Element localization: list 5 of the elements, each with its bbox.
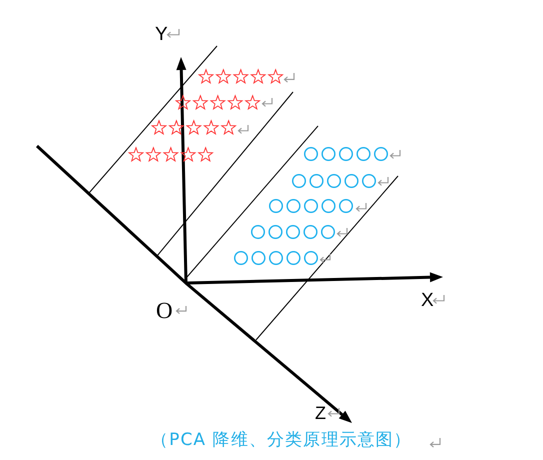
axis-label: X [421, 290, 434, 310]
axis-label: Y [155, 24, 168, 44]
axis-label: Z [315, 404, 326, 422]
caption: （PCA 降维、分类原理示意图） [151, 432, 412, 449]
origin-label: O [156, 299, 173, 322]
